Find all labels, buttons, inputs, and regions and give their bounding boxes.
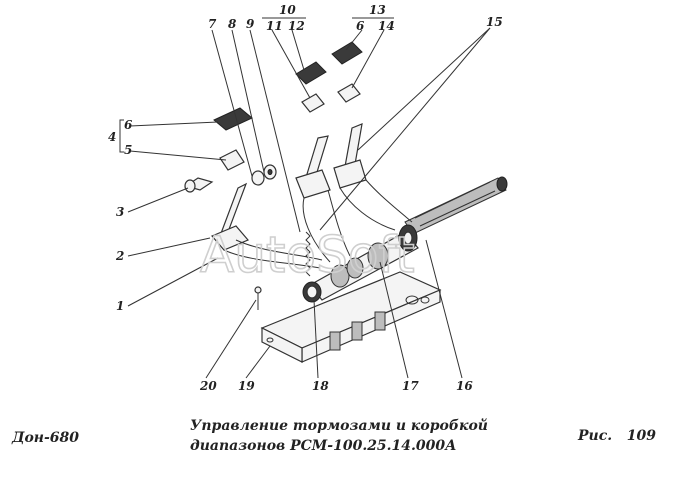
mounting-bracket (260, 271, 442, 363)
label-17: 17 (402, 379, 419, 393)
watermark: AutoSoft (200, 226, 415, 284)
caption-title-line1: Управление тормозами и коробкой (190, 417, 488, 434)
left-pedal-lever (211, 182, 323, 269)
label-10: 10 (279, 3, 296, 17)
label-3: 3 (116, 205, 124, 219)
label-4: 4 (108, 130, 116, 144)
cotter-pin (254, 286, 262, 310)
label-16: 16 (456, 379, 473, 393)
label-1: 1 (116, 299, 124, 313)
label-12: 12 (288, 19, 305, 33)
label-18: 18 (312, 379, 329, 393)
middle-pedal-levers (295, 123, 413, 263)
caption-title-line2: диапазонов РСМ-100.25.14.000А (190, 438, 457, 454)
pedal-sockets (219, 83, 361, 171)
shaft (404, 176, 508, 235)
shaft-bushings (302, 224, 419, 303)
label-5: 5 (124, 143, 132, 157)
label-9: 9 (246, 17, 255, 31)
figure-number: Рис. 109 (577, 428, 656, 444)
label-6-right: 6 (356, 19, 365, 33)
pedal-pads (213, 41, 363, 131)
label-20: 20 (199, 379, 217, 393)
fasteners (184, 164, 277, 193)
label-6-left: 6 (124, 118, 133, 132)
label-7: 7 (208, 17, 217, 31)
label-8: 8 (228, 17, 237, 31)
label-2: 2 (115, 249, 124, 263)
leader-lines (119, 17, 491, 379)
label-13: 13 (369, 3, 386, 17)
return-spring (305, 231, 311, 277)
model-label: Дон-680 (11, 430, 79, 446)
label-11: 11 (266, 19, 283, 33)
label-14: 14 (378, 19, 395, 33)
label-15: 15 (486, 15, 503, 29)
label-19: 19 (238, 379, 255, 393)
